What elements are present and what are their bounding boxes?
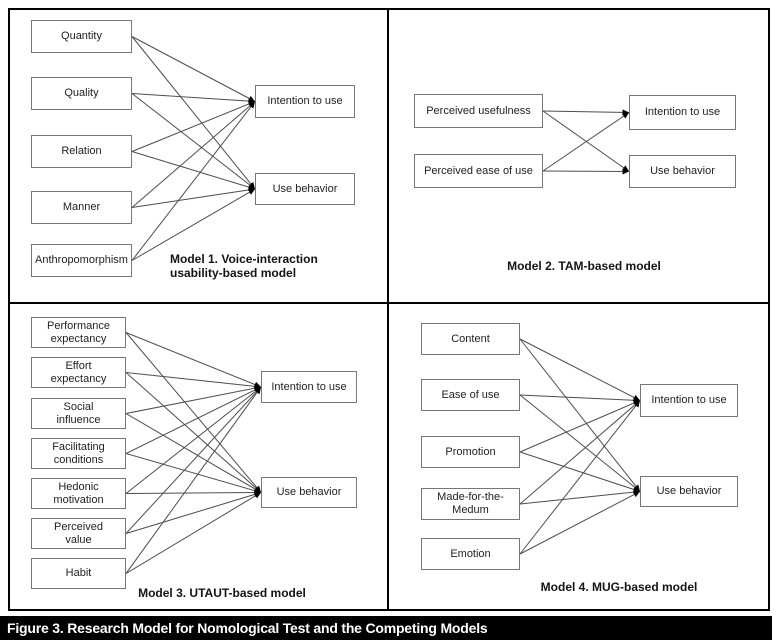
node-label: Quality	[64, 87, 99, 100]
model-caption-line: Model 1. Voice-interaction	[170, 252, 318, 266]
node-label: Anthropomorphism	[35, 254, 128, 267]
node-label: Intention to use	[644, 106, 721, 119]
node-label: Social influence	[56, 400, 101, 426]
m3-node-perceived-value: Perceived value	[31, 518, 126, 549]
node-label: Use behavior	[276, 486, 342, 499]
node-label: Quantity	[61, 30, 102, 43]
figure-caption-bar: Figure 3. Research Model for Nomological…	[0, 616, 772, 640]
model-caption-line: Model 4. MUG-based model	[540, 580, 698, 594]
node-label: Perceived ease of use	[424, 164, 533, 177]
node-label: Hedonic motivation	[53, 480, 104, 506]
node-label: Facilitating conditions	[52, 440, 105, 466]
model-4-caption: Model 4. MUG-based model	[499, 580, 739, 594]
m1-node-intention-to-use: Intention to use	[255, 85, 355, 118]
model-caption-line: usability-based model	[170, 266, 297, 280]
m4-node-emotion: Emotion	[421, 538, 520, 570]
node-label: Intention to use	[267, 95, 343, 108]
m4-node-ease-of-use: Ease of use	[421, 379, 520, 411]
model-caption-line: Model 3. UTAUT-based model	[138, 586, 306, 600]
m4-node-promotion: Promotion	[421, 436, 520, 468]
model-3-caption: Model 3. UTAUT-based model	[102, 586, 342, 600]
m1-node-manner: Manner	[31, 191, 132, 224]
node-label: Promotion	[445, 445, 496, 458]
node-label: Habit	[65, 567, 92, 580]
m4-node-content: Content	[421, 323, 520, 355]
m3-node-facilitating-conditions: Facilitating conditions	[31, 438, 126, 469]
m2-node-perceived-ease-of-use: Perceived ease of use	[414, 154, 543, 188]
m1-node-quantity: Quantity	[31, 20, 132, 53]
node-label: Use behavior	[656, 485, 722, 498]
node-label: Relation	[61, 145, 102, 158]
horizontal-divider	[8, 302, 770, 304]
model-caption-line: Model 2. TAM-based model	[507, 259, 661, 273]
m1-node-use-behavior: Use behavior	[255, 173, 355, 205]
m3-node-habit: Habit	[31, 558, 126, 589]
node-label: Content	[451, 332, 490, 345]
node-label: Effort expectancy	[50, 359, 107, 385]
m3-node-social-influence: Social influence	[31, 398, 126, 429]
node-label: Made-for-the-Medum	[437, 491, 504, 516]
node-label: Perceived value	[54, 520, 103, 546]
m3-node-performance-expectancy: Performance expectancy	[31, 317, 126, 348]
model-2-caption: Model 2. TAM-based model	[456, 259, 712, 273]
m1-node-relation: Relation	[31, 135, 132, 168]
node-label: Use behavior	[650, 165, 715, 178]
node-label: Manner	[62, 201, 101, 214]
m4-node-made-for-the-medum: Made-for-the-Medum	[421, 488, 520, 520]
vertical-divider	[387, 8, 389, 611]
m3-node-intention-to-use: Intention to use	[261, 371, 357, 403]
m4-node-use-behavior: Use behavior	[640, 476, 738, 507]
panel-border	[8, 8, 770, 611]
node-label: Perceived usefulness	[426, 104, 531, 117]
m3-node-hedonic-motivation: Hedonic motivation	[31, 478, 126, 509]
node-label: Performance expectancy	[47, 319, 110, 345]
node-label: Use behavior	[272, 182, 338, 195]
m3-node-effort-expectancy: Effort expectancy	[31, 357, 126, 388]
node-label: Intention to use	[271, 380, 347, 393]
figure-caption-text: Figure 3. Research Model for Nomological…	[7, 620, 488, 636]
m2-node-perceived-usefulness: Perceived usefulness	[414, 94, 543, 128]
m4-node-intention-to-use: Intention to use	[640, 384, 738, 417]
m2-node-use-behavior: Use behavior	[629, 155, 736, 188]
m1-node-anthropomorphism: Anthropomorphism	[31, 244, 132, 277]
node-label: Ease of use	[441, 388, 500, 401]
node-label: Emotion	[450, 547, 491, 560]
m3-node-use-behavior: Use behavior	[261, 477, 357, 508]
m2-node-intention-to-use: Intention to use	[629, 95, 736, 130]
node-label: Intention to use	[651, 394, 727, 407]
m1-node-quality: Quality	[31, 77, 132, 110]
